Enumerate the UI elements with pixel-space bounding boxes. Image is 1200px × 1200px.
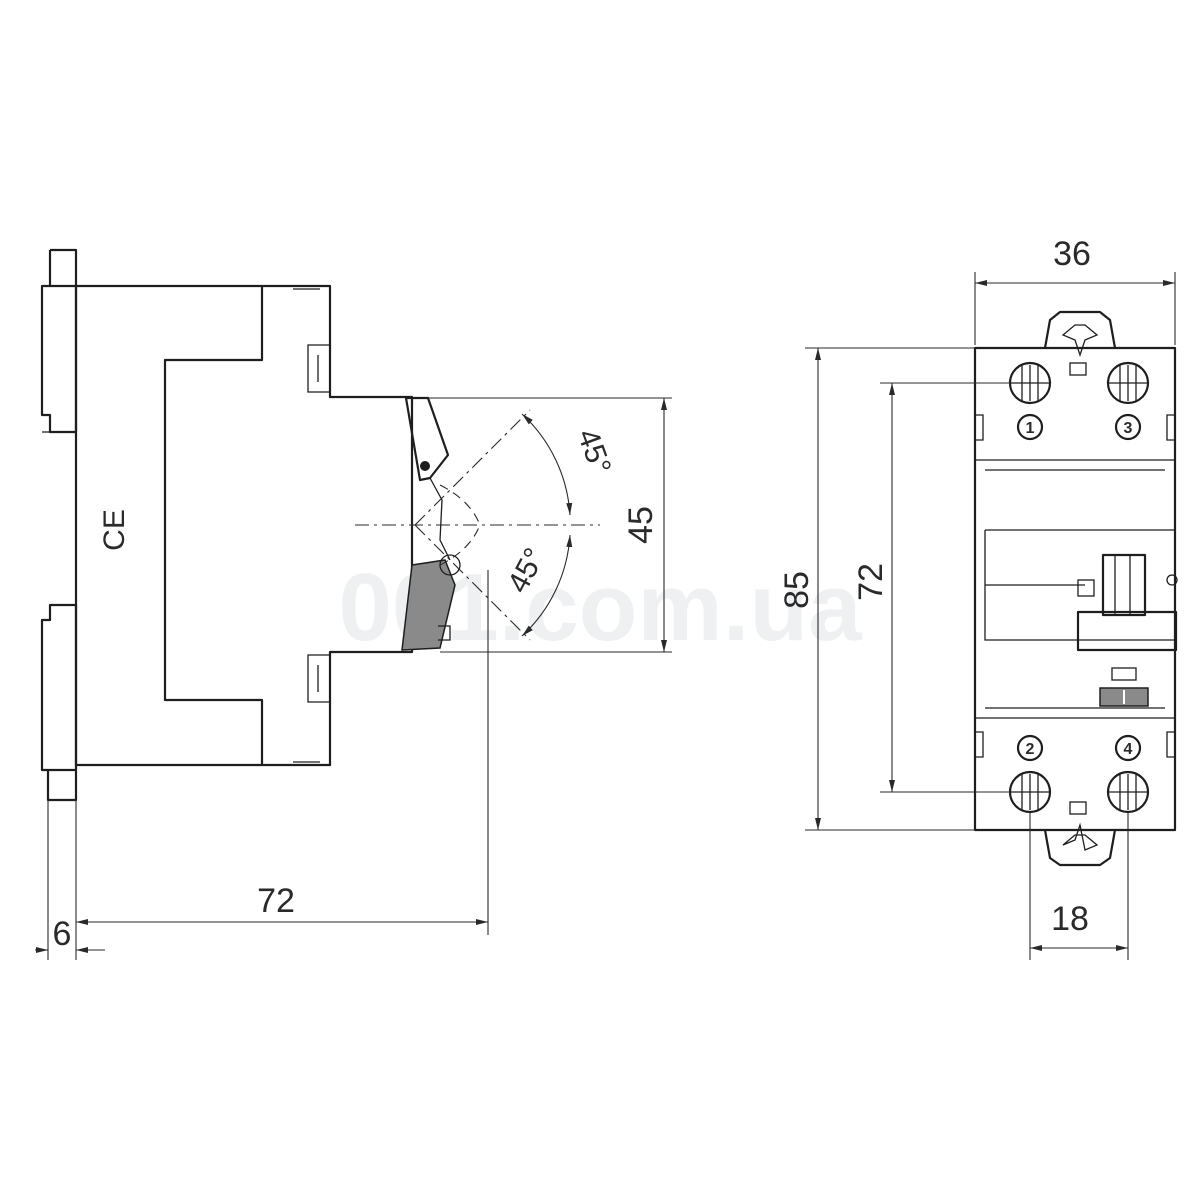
toggle-handle xyxy=(404,396,450,482)
depth-label: 72 xyxy=(257,882,295,920)
front-lever xyxy=(1101,553,1147,617)
terminal-screw-1 xyxy=(1008,361,1052,405)
terminal-screw-3 xyxy=(1106,361,1150,405)
din-rail-clip xyxy=(40,248,78,802)
bottom-mount-tab xyxy=(1043,829,1117,867)
svg-text:1: 1 xyxy=(1026,420,1035,437)
ce-mark: CE xyxy=(98,509,131,551)
angle-up-label: 45° xyxy=(571,425,618,479)
device-body xyxy=(74,284,414,767)
terminal-label-3: 3 xyxy=(1114,413,1142,441)
terminal-label-2: 2 xyxy=(1016,734,1044,762)
handle-travel-label: 45 xyxy=(622,506,660,544)
rail-offset-label: 6 xyxy=(53,915,72,953)
terminal-horizontal-spacing-label: 18 xyxy=(1051,900,1089,938)
body-profile xyxy=(163,286,264,765)
svg-text:2: 2 xyxy=(1026,741,1035,758)
top-mount-tab xyxy=(1043,310,1117,349)
width-label: 36 xyxy=(1053,235,1091,273)
test-button xyxy=(1111,667,1137,681)
svg-text:4: 4 xyxy=(1124,741,1133,758)
front-body xyxy=(973,346,1177,832)
side-view: CE 45° 45° 45 72 6 xyxy=(35,248,672,960)
terminal-screw-4 xyxy=(1106,770,1150,814)
front-view: 1 3 2 4 36 85 72 18 xyxy=(778,235,1178,960)
terminal-label-4: 4 xyxy=(1114,734,1142,762)
terminal-screw-2 xyxy=(1008,770,1052,814)
handle-pivot xyxy=(420,461,430,471)
svg-text:3: 3 xyxy=(1124,420,1133,437)
terminal-label-1: 1 xyxy=(1016,413,1044,441)
height-label: 85 xyxy=(778,571,816,609)
terminal-vertical-spacing-label: 72 xyxy=(852,563,890,601)
